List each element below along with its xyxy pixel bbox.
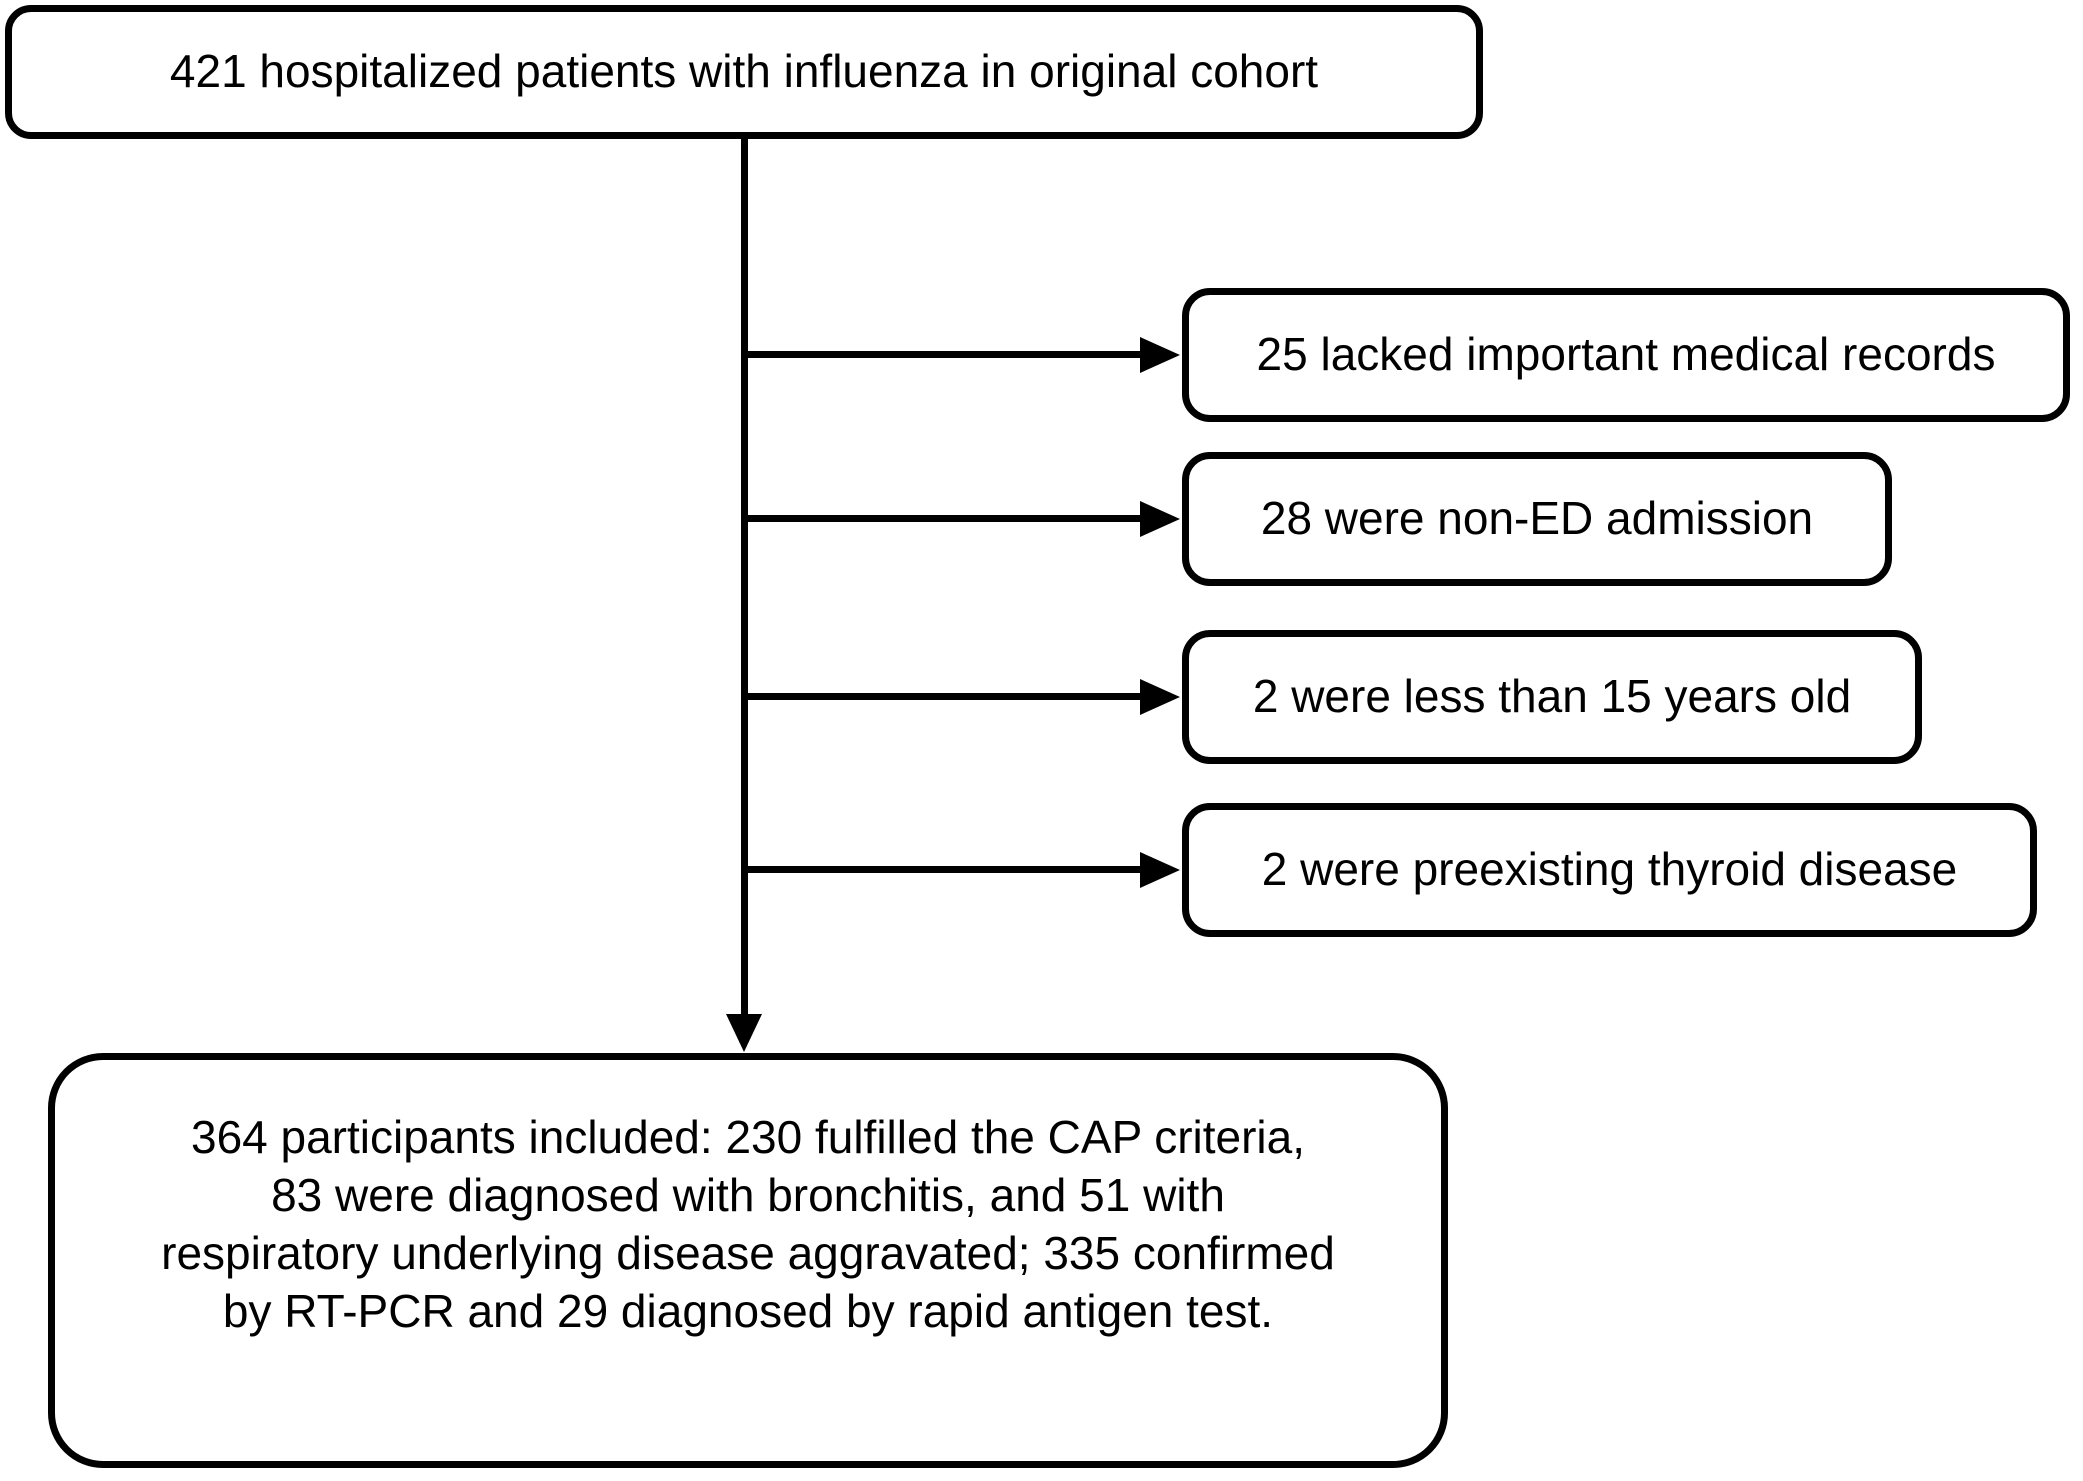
right-arrowhead-icon <box>1140 852 1180 888</box>
down-arrowhead-icon <box>726 1014 762 1052</box>
branch-arrow-3-shaft <box>744 693 1142 700</box>
cohort-box: 421 hospitalized patients with influenza… <box>5 5 1483 139</box>
branch-arrow-4-shaft <box>744 866 1142 873</box>
exclusion-box-under-15: 2 were less than 15 years old <box>1182 630 1922 764</box>
right-arrowhead-icon <box>1140 337 1180 373</box>
exclusion-box-text: 2 were preexisting thyroid disease <box>1261 843 1958 896</box>
exclusion-box-text: 25 lacked important medical records <box>1256 328 1996 381</box>
right-arrowhead-icon <box>1140 679 1180 715</box>
exclusion-box-non-ed-admission: 28 were non-ED admission <box>1182 452 1892 586</box>
included-participants-line-3: respiratory underlying disease aggravate… <box>161 1227 1335 1279</box>
right-arrowhead-icon <box>1140 501 1180 537</box>
cohort-box-text: 421 hospitalized patients with influenza… <box>169 45 1319 98</box>
branch-arrow-2-shaft <box>744 515 1142 522</box>
exclusion-box-text: 2 were less than 15 years old <box>1252 670 1852 723</box>
exclusion-box-text: 28 were non-ED admission <box>1260 492 1814 545</box>
branch-arrow-1-shaft <box>744 351 1142 358</box>
exclusion-box-medical-records: 25 lacked important medical records <box>1182 288 2070 422</box>
exclusion-box-thyroid-disease: 2 were preexisting thyroid disease <box>1182 803 2037 937</box>
included-participants-box: 364 participants included: 230 fulfilled… <box>48 1053 1448 1468</box>
included-participants-line-2: 83 were diagnosed with bronchitis, and 5… <box>271 1169 1225 1221</box>
included-participants-line-4: by RT-PCR and 29 diagnosed by rapid anti… <box>222 1285 1274 1337</box>
main-flow-line <box>741 139 748 1016</box>
included-participants-line-1: 364 participants included: 230 fulfilled… <box>190 1111 1306 1163</box>
